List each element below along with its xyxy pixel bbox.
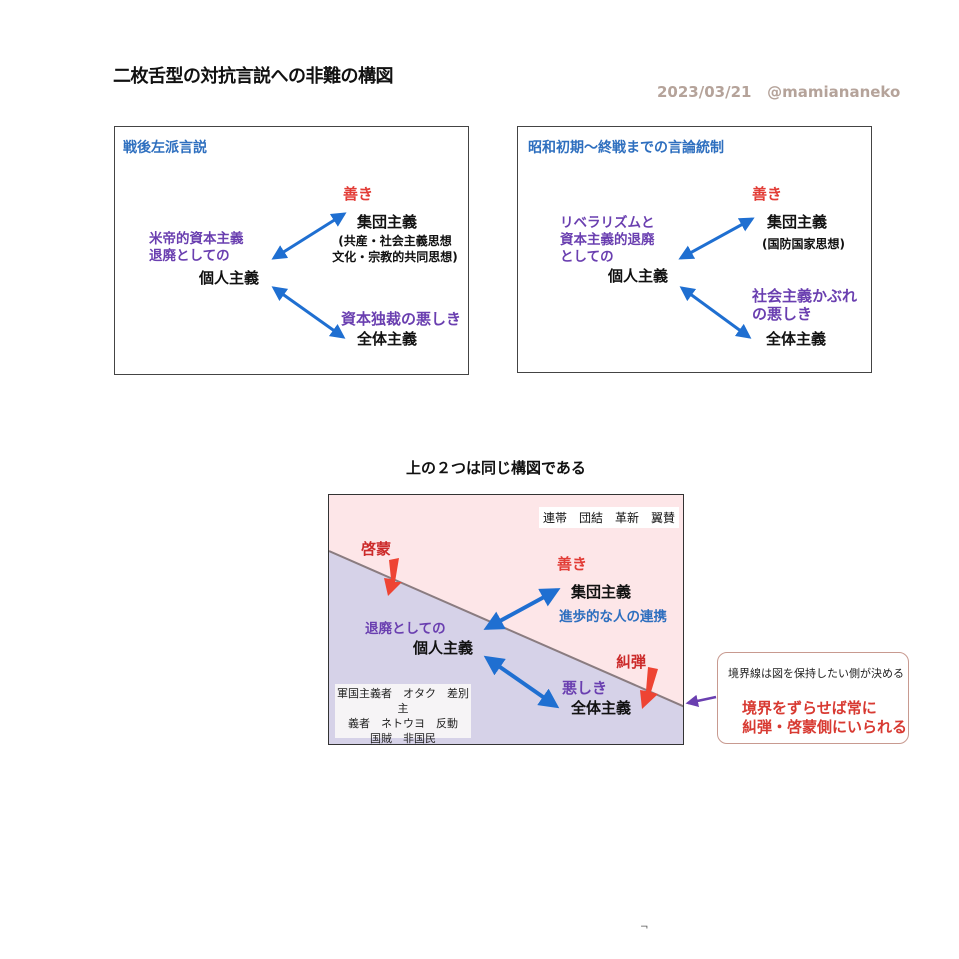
date-handle: 2023/03/21 @mamiananeko xyxy=(657,83,900,101)
panel-left-arrow-down xyxy=(271,286,346,339)
diagram-totalism: 全体主義 xyxy=(571,699,632,717)
panel-left-individualism: 個人主義 xyxy=(199,269,260,287)
diagram-individual-desc: 退廃としての xyxy=(365,621,446,637)
boundary-callout: 境界線は図を保持したい側が決める 境界をずらせば常に 糾弾・啓蒙側にいられる xyxy=(717,652,909,744)
footer-mark: ¬ xyxy=(640,922,649,933)
panel-left-note-line1: (共産・社会主義思想 xyxy=(338,234,452,248)
panel-right-arrow-up xyxy=(678,217,755,260)
panel-right-evil-label: 社会主義かぶれ の悪しき xyxy=(752,287,857,323)
panel-left-collectivism-note: (共産・社会主義思想 文化・宗教的共同思想) xyxy=(325,233,465,265)
diagram-arrow-up xyxy=(483,588,561,630)
diagram-good-label: 善き xyxy=(557,555,588,573)
diagram-individualism: 個人主義 xyxy=(413,639,474,657)
author-handle: @mamiananeko xyxy=(767,83,901,101)
panel-right-evil-line1: 社会主義かぶれ xyxy=(752,287,858,305)
panel-right-collectivism: 集団主義 xyxy=(767,213,828,231)
panel-left-good-label: 善き xyxy=(343,185,374,203)
callout-claim: 境界をずらせば常に 糾弾・啓蒙側にいられる xyxy=(742,699,907,737)
panel-left-arrow-up xyxy=(271,212,347,260)
panel-right-individualism: 個人主義 xyxy=(608,267,669,285)
diagram-collectivism: 集団主義 xyxy=(571,583,632,601)
panel-right-desc-line2: 資本主義的退廃 xyxy=(560,232,655,248)
bottom-tags-line3: 国賊 非国民 xyxy=(370,732,436,745)
callout-claim-line2: 糾弾・啓蒙側にいられる xyxy=(742,718,908,736)
panel-right-evil-line2: の悪しき xyxy=(752,305,813,323)
bottom-tags: 軍国主義者 オタク 差別主 義者 ネトウヨ 反動 国賊 非国民 xyxy=(335,684,471,744)
diagram-evil-label: 悪しき xyxy=(562,679,608,697)
panel-left-individual-desc: 米帝的資本主義 退廃としての xyxy=(149,231,244,265)
panel-right-arrow-down xyxy=(679,286,752,339)
denounce-label: 糾弾 xyxy=(616,653,647,671)
callout-note: 境界線は図を保持したい側が決める xyxy=(728,667,904,680)
date-text: 2023/03/21 xyxy=(657,83,752,101)
enlighten-arrow xyxy=(384,558,402,596)
panel-left-desc-line2: 退廃としての xyxy=(149,248,230,264)
enlighten-label: 啓蒙 xyxy=(361,540,392,558)
denounce-arrow xyxy=(640,667,658,709)
panel-left-collectivism: 集団主義 xyxy=(357,213,418,231)
panel-left-title: 戦後左派言説 xyxy=(123,140,207,156)
bottom-tags-line2: 義者 ネトウヨ 反動 xyxy=(348,717,458,730)
diagram-arrow-down xyxy=(483,655,560,709)
panel-right-title: 昭和初期～終戦までの言論統制 xyxy=(528,140,724,156)
panel-left-desc-line1: 米帝的資本主義 xyxy=(149,231,244,247)
same-structure-caption: 上の２つは同じ構図である xyxy=(406,459,586,477)
panel-left-evil-label: 資本独裁の悪しき xyxy=(341,310,462,328)
panel-right-totalism: 全体主義 xyxy=(766,330,827,348)
callout-claim-line1: 境界をずらせば常に xyxy=(742,699,877,717)
panel-right-collectivism-note: (国防国家思想) xyxy=(762,237,845,251)
panel-right-desc-line1: リベラリズムと xyxy=(560,215,655,231)
page-title: 二枚舌型の対抗言説への非難の構図 xyxy=(113,66,394,87)
top-tags: 連帯 団結 革新 翼賛 xyxy=(539,507,680,528)
progressive-label: 進歩的な人の連携 xyxy=(559,609,667,625)
panel-left-totalism: 全体主義 xyxy=(357,330,418,348)
panel-right-good-label: 善き xyxy=(752,185,783,203)
panel-right-desc-line3: としての xyxy=(560,249,614,265)
panel-left-note-line2: 文化・宗教的共同思想) xyxy=(332,250,458,264)
bottom-tags-line1: 軍国主義者 オタク 差別主 xyxy=(337,687,469,715)
panel-right-individual-desc: リベラリズムと 資本主義的退廃 としての xyxy=(560,215,655,266)
callout-pointer-arrow xyxy=(685,694,717,708)
